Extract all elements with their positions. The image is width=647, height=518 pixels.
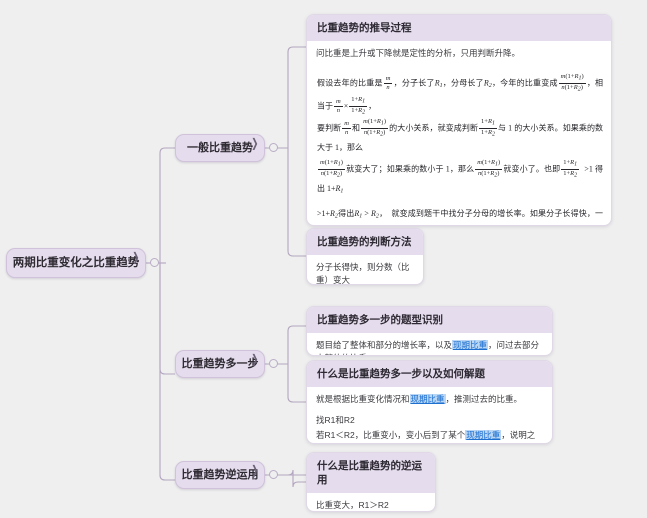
t: 假设去年的比重是 (317, 78, 383, 88)
collapse-handle-general[interactable] (269, 143, 278, 152)
chevron-right-icon[interactable]: ❯ (132, 250, 140, 264)
t: ，相当于 (317, 78, 604, 111)
link-current-ratio[interactable]: 现期比重 (465, 430, 502, 440)
link-current-ratio[interactable]: 现期比重 (452, 340, 489, 350)
collapse-handle-reverse[interactable] (269, 470, 278, 479)
t: ，推测过去的比重。 (445, 394, 523, 404)
card-reverse[interactable]: 什么是比重趋势的逆运用 比重变大，R1＞R2 比重变小，R1＜R2 (306, 452, 436, 512)
card-howto[interactable]: 什么是比重趋势多一步以及如何解题 就是根据比重变化情况和现期比重，推测过去的比重… (306, 360, 553, 444)
branch-node-general[interactable]: 一般比重趋势 ❯ (175, 134, 265, 162)
t: ，问过去部分占整体的比重。 (316, 340, 540, 355)
t: 得出 (337, 208, 355, 218)
chevron-right-icon[interactable]: ❯ (251, 352, 259, 366)
t: 和 (351, 123, 361, 133)
howto-line-2: 找R1和R2 (316, 415, 355, 425)
root-node-label: 两期比重变化之比重趋势 (12, 257, 140, 269)
t: 的大小关系，就变成判断 (389, 123, 479, 133)
card-derivation-title: 比重趋势的推导过程 (307, 15, 611, 41)
card-reverse-body: 比重变大，R1＞R2 比重变小，R1＜R2 (307, 493, 435, 511)
root-collapse-handle[interactable] (150, 258, 159, 267)
howto-line-3: 若R1＜R2，比重变小，变小后到了某个现期比重，说明之前比这个比重要大 (316, 429, 543, 443)
card-derivation[interactable]: 比重趋势的推导过程 问比重是上升或下降就是定性的分析，只用判断升降。 假设去年的… (306, 14, 612, 226)
card-derivation-intro: 问比重是上升或下降就是定性的分析，只用判断升降。 (307, 41, 611, 69)
t: >1+ (317, 208, 331, 218)
branch-label-reverse: 比重趋势逆运用 (181, 469, 259, 481)
t: 与 1 的大小关系。如果乘的数大于 1，那么 (317, 123, 604, 153)
t: × (343, 101, 349, 111)
judgement-line-1: 分子长得快，则分数（比重）变大 (316, 262, 410, 285)
identify-line: 题目给了整体和部分的增长率，以及现期比重，问过去部分占整体的比重。 (316, 339, 543, 355)
root-node[interactable]: 两期比重变化之比重趋势 ❯ (6, 248, 146, 278)
t: 题目给了整体和部分的增长率，以及 (316, 340, 453, 350)
t: 就变大了；如果乘的数小于 1，那么 (345, 164, 475, 174)
card-howto-title: 什么是比重趋势多一步以及如何解题 (307, 361, 552, 387)
derivation-para-4: >1+R2得出R1 > R2， 就变成到题干中找分子分母的增长率。如果分子长得快… (317, 204, 603, 225)
card-judgement-body: 分子长得快，则分数（比重）变大 分子长得慢，则分数（比重）变小 (307, 255, 423, 285)
howto-line-1: 就是根据比重变化情况和现期比重，推测过去的比重。 (316, 393, 543, 406)
chevron-right-icon[interactable]: ❯ (251, 136, 259, 150)
card-reverse-title: 什么是比重趋势的逆运用 (307, 453, 435, 493)
card-identify-title: 比重趋势多一步的题型识别 (307, 307, 552, 333)
derivation-intro-text: 问比重是上升或下降就是定性的分析，只用判断升降。 (316, 48, 521, 58)
card-identify[interactable]: 比重趋势多一步的题型识别 题目给了整体和部分的增长率，以及现期比重，问过去部分占… (306, 306, 553, 356)
t: ，今年的比重变成 (491, 78, 558, 88)
reverse-line-1: 比重变大，R1＞R2 (316, 500, 389, 510)
t: ， (378, 208, 388, 218)
t: ， (368, 101, 377, 111)
t: 就变成到题干中找分子分母的增长率。如果分子长得快，一个分数就会变大。如果分子长得… (391, 208, 603, 218)
chevron-right-icon[interactable]: ❯ (251, 463, 259, 477)
branch-label-more-step: 比重趋势多一步 (181, 358, 259, 370)
card-identify-body: 题目给了整体和部分的增长率，以及现期比重，问过去部分占整体的比重。 (307, 333, 552, 355)
frac-current-ratio: m(1+R1)n(1+R2) (558, 73, 586, 92)
t: 就是根据比重变化情况和 (316, 394, 410, 404)
t: >1 得出 1+ (317, 164, 604, 194)
t: 若R1＜R2，比重变小，变小后到了某个 (316, 430, 466, 440)
card-judgement[interactable]: 比重趋势的判断方法 分子长得快，则分数（比重）变大 分子长得慢，则分数（比重）变… (306, 228, 424, 285)
t: ，分子长了 (393, 78, 435, 88)
card-judgement-title: 比重趋势的判断方法 (307, 229, 423, 255)
link-current-ratio[interactable]: 现期比重 (409, 394, 446, 404)
frac-current-ratio-2: m(1+R1)n(1+R2) (361, 118, 389, 138)
t: 要判断 (317, 123, 342, 133)
frac-current-ratio-3: m(1+R1)n(1+R2) (318, 159, 345, 179)
branch-node-reverse[interactable]: 比重趋势逆运用 ❯ (175, 461, 265, 489)
collapse-handle-more-step[interactable] (269, 359, 278, 368)
frac-current-ratio-4: m(1+R1)n(1+R2) (475, 159, 503, 179)
t: ，分母长了 (442, 78, 484, 88)
card-howto-body: 就是根据比重变化情况和现期比重，推测过去的比重。 找R1和R2 若R1＜R2，比… (307, 387, 552, 443)
branch-label-general: 一般比重趋势 (187, 142, 253, 154)
branch-node-more-step[interactable]: 比重趋势多一步 ❯ (175, 350, 265, 378)
t: ，说明之前比这个比重要大 (501, 430, 536, 440)
t: 就变小了。也即 (503, 164, 561, 174)
